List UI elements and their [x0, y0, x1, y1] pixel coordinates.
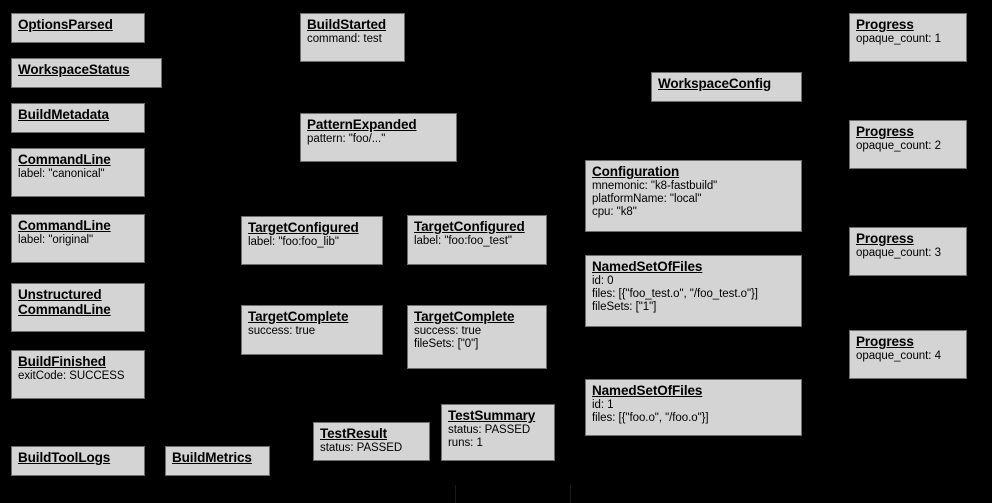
- node-title: OptionsParsed: [18, 17, 113, 32]
- node-fields: id: 1 files: [{"foo.o", "/foo.o"}]: [592, 399, 709, 424]
- node-title: PatternExpanded: [307, 117, 417, 132]
- node-title: BuildFinished: [18, 354, 106, 369]
- node-build-metrics[interactable]: BuildMetrics: [165, 446, 270, 476]
- node-fields: status: PASSED: [320, 442, 403, 455]
- node-title: Progress: [856, 334, 914, 349]
- node-fields: opaque_count: 1: [856, 33, 941, 46]
- node-options-parsed[interactable]: OptionsParsed: [11, 13, 145, 43]
- node-title: NamedSetOfFiles: [592, 259, 703, 274]
- node-workspace-status[interactable]: WorkspaceStatus: [11, 58, 162, 88]
- node-fields: id: 0 files: [{"foo_test.o", "/foo_test.…: [592, 275, 758, 313]
- node-title: Configuration: [592, 164, 680, 179]
- node-title: Progress: [856, 124, 914, 139]
- node-workspace-config[interactable]: WorkspaceConfig: [651, 72, 802, 102]
- node-title: TestResult: [320, 426, 388, 441]
- node-title: WorkspaceConfig: [658, 76, 772, 91]
- node-build-tool-logs[interactable]: BuildToolLogs: [11, 446, 145, 476]
- node-title: TargetConfigured: [414, 219, 525, 234]
- node-title: BuildToolLogs: [18, 450, 111, 465]
- node-fields: label: "original": [18, 234, 94, 247]
- node-title: Progress: [856, 17, 914, 32]
- node-fields: pattern: "foo/...": [307, 133, 386, 146]
- node-fields: opaque_count: 4: [856, 350, 941, 363]
- node-fields: success: true: [248, 325, 316, 338]
- node-fields: mnemonic: "k8-fastbuild" platformName: "…: [592, 180, 718, 218]
- node-title: Progress: [856, 231, 914, 246]
- node-fields: opaque_count: 2: [856, 140, 941, 153]
- node-fields: label: "foo:foo_test": [414, 235, 512, 248]
- node-fields: label: "foo:foo_lib": [248, 236, 339, 249]
- node-title: BuildMetadata: [18, 107, 109, 122]
- node-fields: status: PASSED runs: 1: [448, 424, 531, 449]
- node-build-metadata[interactable]: BuildMetadata: [11, 103, 145, 133]
- node-title: TargetComplete: [414, 309, 515, 324]
- node-fields: opaque_count: 3: [856, 247, 941, 260]
- node-title: TargetComplete: [248, 309, 349, 324]
- node-unstructured-command-line[interactable]: Unstructured CommandLine: [11, 283, 145, 332]
- node-fields: exitCode: SUCCESS: [18, 370, 125, 383]
- divider-right: [570, 485, 571, 503]
- node-title: TestSummary: [448, 408, 536, 423]
- node-title: BuildMetrics: [172, 450, 252, 465]
- node-title: TargetConfigured: [248, 220, 359, 235]
- node-title: BuildStarted: [307, 17, 387, 32]
- node-fields: command: test: [307, 33, 382, 46]
- node-fields: label: "canonical": [18, 168, 105, 181]
- node-title: NamedSetOfFiles: [592, 383, 703, 398]
- node-title: Unstructured CommandLine: [18, 287, 111, 318]
- node-title: WorkspaceStatus: [18, 62, 130, 77]
- node-fields: success: true fileSets: ["0"]: [414, 325, 482, 350]
- divider-left: [455, 485, 456, 503]
- node-title: CommandLine: [18, 218, 111, 233]
- node-title: CommandLine: [18, 152, 111, 167]
